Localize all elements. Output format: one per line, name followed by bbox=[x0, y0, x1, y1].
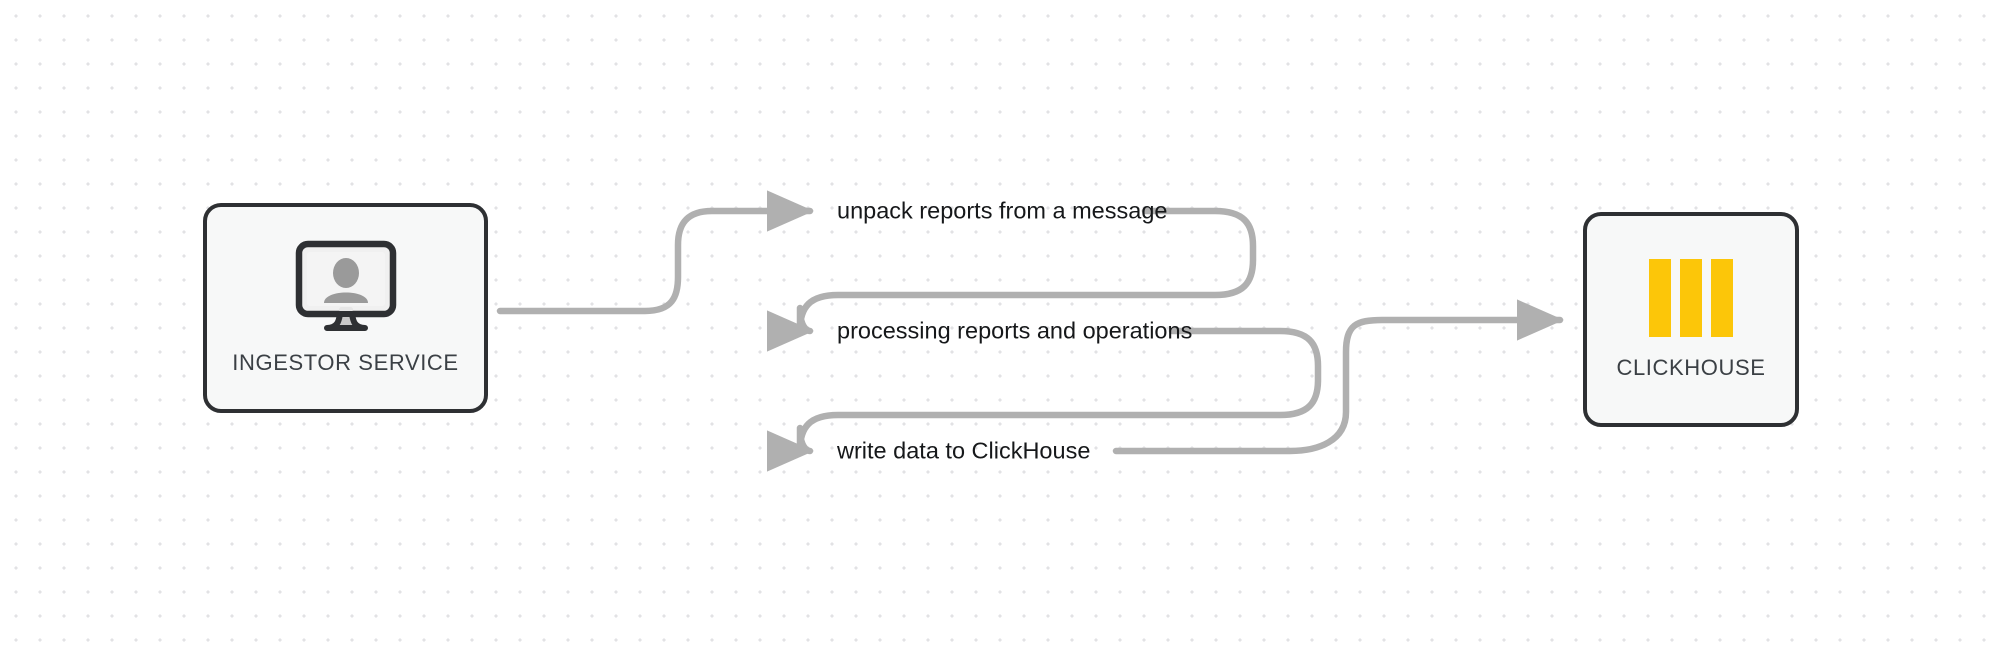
edge-ingestor-to-unpack bbox=[496, 190, 814, 315]
monitor-user-icon bbox=[294, 240, 398, 334]
node-ingestor-service-label: INGESTOR SERVICE bbox=[232, 350, 459, 375]
edge-label-write-data: write data to ClickHouse bbox=[837, 437, 1091, 464]
edge-processing-to-write bbox=[766, 327, 1322, 472]
clickhouse-bars-icon bbox=[1645, 258, 1737, 337]
node-ingestor-service[interactable]: INGESTOR SERVICE bbox=[203, 203, 488, 413]
edge-unpack-to-processing bbox=[766, 207, 1257, 352]
node-clickhouse-label: CLICKHOUSE bbox=[1616, 354, 1766, 380]
edge-label-unpack-reports: unpack reports from a message bbox=[837, 197, 1168, 224]
edge-label-processing-reports: processing reports and operations bbox=[837, 317, 1193, 344]
node-clickhouse[interactable]: CLICKHOUSE bbox=[1583, 212, 1799, 427]
